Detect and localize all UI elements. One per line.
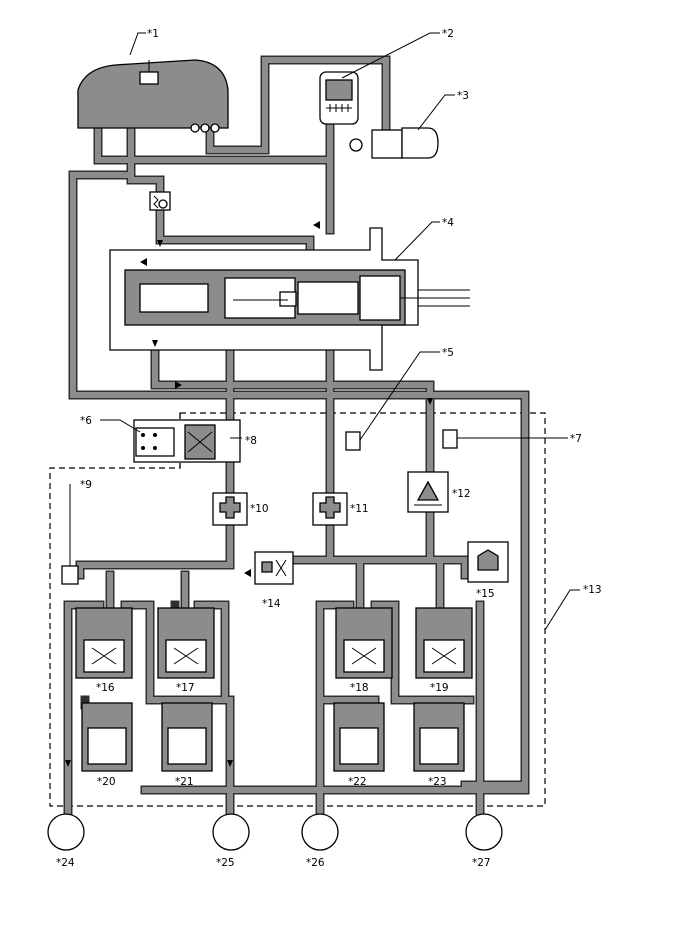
accumulator bbox=[319, 71, 359, 125]
reservoir bbox=[77, 59, 229, 133]
label-7: *7 bbox=[570, 433, 582, 445]
label-27: *27 bbox=[472, 857, 491, 869]
wheel-valve-17 bbox=[157, 607, 215, 679]
label-6: *6 bbox=[80, 415, 92, 427]
component-labels: *1 *2 *3 *4 *5 *6 *7 *8 *9 *10 *11 *12 *… bbox=[56, 28, 602, 869]
stroke-simulator bbox=[133, 419, 241, 463]
label-8: *8 bbox=[245, 435, 257, 447]
wheel-valve-20 bbox=[81, 702, 133, 772]
master-cylinder bbox=[109, 227, 470, 371]
wheel-valve-22 bbox=[333, 702, 385, 772]
label-1: *1 bbox=[147, 28, 159, 40]
valve-12 bbox=[407, 471, 449, 513]
label-20: *20 bbox=[97, 776, 116, 788]
valve-14 bbox=[254, 551, 294, 585]
return-check-valve bbox=[149, 191, 171, 211]
label-24: *24 bbox=[56, 857, 75, 869]
label-22: *22 bbox=[348, 776, 367, 788]
wheel-cylinder-24 bbox=[47, 813, 85, 851]
label-13: *13 bbox=[583, 584, 602, 596]
pressure-sensor-9 bbox=[61, 565, 79, 585]
valve-15 bbox=[467, 541, 509, 583]
wheel-cylinder-26 bbox=[301, 813, 339, 851]
label-2: *2 bbox=[442, 28, 454, 40]
pump-motor bbox=[349, 127, 439, 159]
label-15: *15 bbox=[476, 588, 495, 600]
label-17: *17 bbox=[176, 682, 195, 694]
label-5: *5 bbox=[442, 347, 454, 359]
label-25: *25 bbox=[216, 857, 235, 869]
label-16: *16 bbox=[96, 682, 115, 694]
flow-arrows bbox=[65, 221, 433, 767]
label-11: *11 bbox=[350, 503, 369, 515]
label-12: *12 bbox=[452, 488, 471, 500]
pressure-sensor-5 bbox=[345, 431, 361, 451]
wheel-valve-16 bbox=[75, 607, 133, 679]
leader-lines bbox=[69, 32, 580, 631]
label-26: *26 bbox=[306, 857, 325, 869]
wheel-cylinder-27 bbox=[465, 813, 503, 851]
wheel-valve-21 bbox=[161, 702, 213, 772]
wheel-valve-18 bbox=[335, 607, 393, 679]
label-14: *14 bbox=[262, 598, 281, 610]
label-3: *3 bbox=[457, 90, 469, 102]
valve-10 bbox=[212, 492, 248, 526]
label-21: *21 bbox=[175, 776, 194, 788]
pressure-sensor-7 bbox=[442, 429, 458, 449]
label-4: *4 bbox=[442, 217, 454, 229]
label-9: *9 bbox=[80, 479, 92, 491]
valve-11 bbox=[312, 492, 348, 526]
label-18: *18 bbox=[350, 682, 369, 694]
wheel-valve-19 bbox=[415, 607, 473, 679]
wheel-cylinder-25 bbox=[212, 813, 250, 851]
label-19: *19 bbox=[430, 682, 449, 694]
wheel-valve-23 bbox=[413, 702, 465, 772]
label-10: *10 bbox=[250, 503, 269, 515]
label-23: *23 bbox=[428, 776, 447, 788]
